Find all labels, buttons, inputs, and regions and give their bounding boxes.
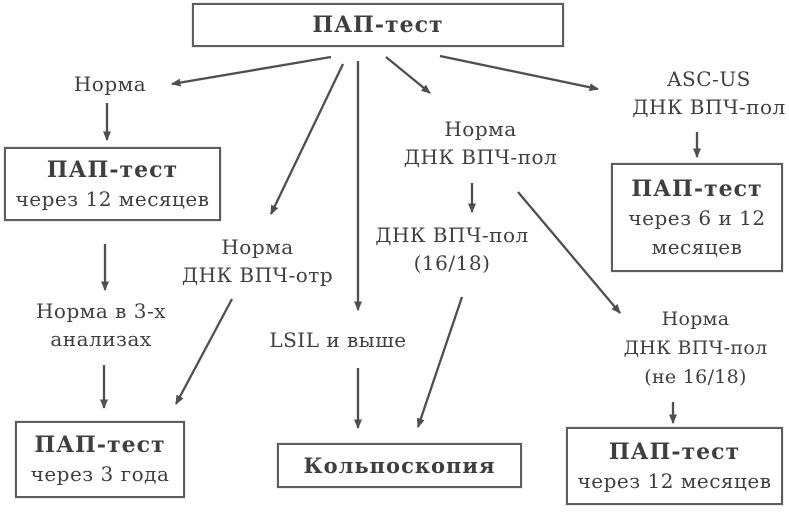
box-pap-6-12-line3: месяцев [651, 234, 743, 259]
label-ne-16-18-line3: (не 16/18) [644, 366, 747, 388]
box-pap-test-12-months-right: ПАП-тест через 12 месяцев [566, 427, 783, 505]
label-ne-16-18-line1: Норма [661, 308, 730, 330]
box-pap-test-12-months-left: ПАП-тест через 12 месяцев [4, 147, 221, 221]
label-ne-16-18-line2: ДНК ВПЧ-пол [623, 337, 768, 359]
box-colposcopy: Кольпоскопия [277, 443, 522, 488]
box-pap-6-12-line2: через 6 и 12 [628, 205, 766, 230]
label-norma-3x-line2: анализах [50, 327, 152, 351]
box-pap-6-12-line1: ПАП-тест [631, 175, 763, 202]
arrow-root-to-hpv-positive [385, 56, 431, 94]
label-lsil-line1: LSIL и выше [269, 328, 407, 352]
label-16-18-line2: (16/18) [413, 251, 491, 275]
label-asc-us-dnk-hpv-positive: ASC-US ДНК ВПЧ-пол [630, 65, 788, 121]
box-pap-12-right-line2: через 12 месяцев [577, 468, 772, 493]
label-norma-dnk-hpv-positive: Норма ДНК ВПЧ-пол [378, 115, 583, 171]
arrow-hpv-positive-to-ne-16-18 [517, 191, 621, 314]
box-pap-12-right-line1: ПАП-тест [608, 438, 741, 465]
box-pap-test-6-and-12-months: ПАП-тест через 6 и 12 месяцев [611, 163, 783, 272]
label-norma: Норма [55, 70, 165, 98]
label-norma-dnk-hpv-negative: Норма ДНК ВПЧ-отр [175, 233, 340, 289]
label-hpv-neg-line1: Норма [221, 235, 294, 259]
box-pap-12-left-line2: через 12 месяцев [15, 186, 210, 211]
label-lsil-and-above: LSIL и выше [268, 326, 408, 354]
arrow-root-to-hpv-negative [269, 63, 345, 215]
label-16-18-line1: ДНК ВПЧ-пол [375, 223, 529, 247]
label-norma-in-3-tests: Норма в 3-х анализах [15, 297, 187, 353]
label-asc-us-line2: ДНК ВПЧ-пол [632, 95, 786, 119]
label-asc-us-line1: ASC-US [667, 67, 751, 91]
arrow-root-to-asc-us [439, 54, 599, 92]
arrow-root-to-norma [171, 55, 332, 87]
label-hpv-pos-line1: Норма [444, 117, 517, 141]
box-pap-12-left-line1: ПАП-тест [46, 156, 179, 183]
box-pap-test-3-years: ПАП-тест через 3 года [15, 421, 185, 498]
label-norma-dnk-hpv-positive-ne-16-18: Норма ДНК ВПЧ-пол (не 16/18) [613, 305, 778, 392]
label-norma-line1: Норма [73, 72, 147, 96]
arrow-hpv-negative-to-pap-3-years [174, 298, 234, 405]
box-colposcopy-label: Кольпоскопия [303, 453, 496, 478]
label-hpv-neg-line2: ДНК ВПЧ-отр [181, 263, 334, 287]
label-norma-3x-line1: Норма в 3-х [35, 299, 166, 323]
box-pap-3y-line1: ПАП-тест [34, 432, 166, 458]
label-dnk-hpv-positive-16-18: ДНК ВПЧ-пол (16/18) [363, 221, 541, 277]
box-pap-test-root: ПАП-тест [192, 3, 564, 47]
label-hpv-pos-line2: ДНК ВПЧ-пол [403, 145, 558, 169]
box-pap-test-root-label: ПАП-тест [312, 12, 444, 38]
box-pap-3y-line2: через 3 года [30, 462, 170, 486]
arrow-16-18-to-colposcopy [416, 296, 464, 428]
